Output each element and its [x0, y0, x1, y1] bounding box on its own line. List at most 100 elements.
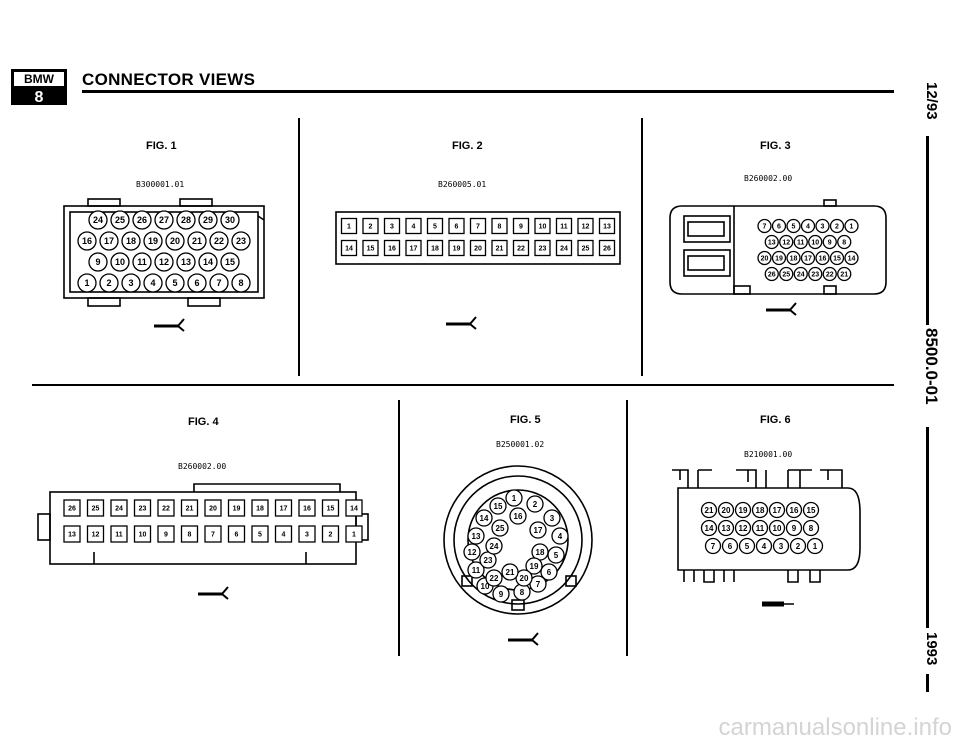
svg-text:21: 21	[705, 506, 714, 515]
svg-text:5: 5	[745, 542, 750, 551]
svg-text:20: 20	[722, 506, 731, 515]
svg-text:18: 18	[756, 506, 765, 515]
fig2-pin: 25	[577, 239, 594, 257]
svg-text:10: 10	[139, 532, 147, 539]
fig2-pin: 1	[340, 217, 358, 235]
svg-text:13: 13	[722, 524, 731, 533]
fig3-pin: 6	[771, 218, 787, 234]
svg-text:7: 7	[536, 580, 541, 589]
fig1-pointer-icon	[154, 318, 185, 332]
fig6-pin: 6	[721, 537, 739, 555]
svg-text:21: 21	[506, 568, 515, 577]
fig5-pin: 4	[551, 527, 569, 545]
fig5-pin: 22	[485, 569, 503, 587]
svg-text:12: 12	[92, 532, 100, 539]
fig5-pin: 11	[467, 561, 485, 579]
fig5-pin: 14	[475, 509, 493, 527]
svg-text:6: 6	[728, 542, 733, 551]
svg-text:25: 25	[782, 272, 790, 279]
svg-text:4: 4	[558, 532, 563, 541]
fig2-pin: 26	[598, 239, 616, 257]
fig5-pin: 15	[489, 497, 507, 515]
svg-text:5: 5	[433, 224, 437, 231]
fig4-pin: 16	[298, 499, 316, 517]
fig2-code: B260005.01	[438, 180, 487, 189]
fig1-pin: 12	[154, 252, 174, 272]
svg-text:18: 18	[790, 256, 798, 263]
fig5-pin: 5	[547, 546, 565, 564]
svg-text:4: 4	[282, 532, 286, 539]
fig6-pin: 20	[717, 501, 735, 519]
svg-text:16: 16	[303, 506, 311, 513]
svg-text:10: 10	[481, 582, 490, 591]
fig5-pointer-icon	[508, 632, 539, 646]
svg-text:1: 1	[850, 224, 854, 231]
fig3-label: FIG. 3	[760, 140, 791, 152]
svg-text:9: 9	[828, 240, 832, 247]
fig5-pin: 17	[529, 521, 547, 539]
fig3-pin: 22	[822, 266, 837, 282]
fig6-pin: 13	[717, 519, 735, 537]
fig5-pin: 13	[467, 527, 485, 545]
svg-text:9: 9	[164, 532, 168, 539]
svg-text:1: 1	[347, 224, 351, 231]
fig4-code: B260002.00	[178, 462, 227, 471]
fig1-pin: 17	[99, 231, 119, 251]
fig1-pin: 16	[77, 231, 97, 251]
svg-text:10: 10	[539, 224, 547, 231]
fig2-pin: 4	[405, 217, 422, 235]
side-section-bg	[918, 325, 940, 427]
svg-text:15: 15	[225, 257, 235, 267]
fig4-pin: 11	[110, 525, 128, 543]
fig4-pin: 6	[227, 525, 246, 543]
fig2-pin: 19	[448, 239, 465, 257]
svg-text:5: 5	[554, 551, 559, 560]
divider-bottom-2	[626, 400, 628, 656]
svg-text:24: 24	[560, 246, 568, 253]
svg-text:2: 2	[106, 278, 111, 288]
fig4-pin: 26	[63, 499, 81, 517]
svg-text:9: 9	[499, 590, 504, 599]
fig1-pin: 30	[220, 210, 240, 230]
svg-text:22: 22	[214, 236, 224, 246]
fig3-pointer-icon	[766, 302, 797, 316]
svg-text:2: 2	[835, 224, 839, 231]
fig6-pin: 15	[802, 501, 820, 519]
fig5-pin: 24	[485, 537, 503, 555]
fig1-pin: 18	[121, 231, 141, 251]
fig2-pin: 5	[426, 217, 444, 235]
svg-text:26: 26	[603, 246, 611, 253]
svg-text:24: 24	[797, 272, 805, 279]
svg-text:17: 17	[534, 526, 543, 535]
svg-text:1: 1	[512, 494, 517, 503]
fig5-label: FIG. 5	[510, 414, 541, 426]
fig3-pin: 8	[837, 234, 852, 250]
fig1-pin: 25	[110, 210, 130, 230]
side-date: 12/93	[923, 82, 940, 120]
svg-text:11: 11	[137, 257, 147, 267]
svg-text:11: 11	[560, 224, 568, 231]
svg-text:22: 22	[162, 506, 170, 513]
fig4-pin: 24	[110, 499, 128, 517]
svg-text:14: 14	[480, 514, 489, 523]
watermark: carmanualsonline.info	[718, 714, 952, 741]
svg-text:15: 15	[807, 506, 816, 515]
fig4-pin: 22	[157, 499, 175, 517]
fig4-pin: 8	[180, 525, 199, 543]
svg-text:17: 17	[104, 236, 114, 246]
fig2-pin: 8	[491, 217, 508, 235]
fig1-pin: 19	[143, 231, 163, 251]
fig6-pin: 9	[785, 519, 803, 537]
svg-text:7: 7	[211, 532, 215, 539]
svg-text:3: 3	[821, 224, 825, 231]
svg-text:15: 15	[494, 502, 503, 511]
svg-text:21: 21	[496, 246, 504, 253]
svg-text:12: 12	[582, 224, 590, 231]
svg-text:20: 20	[520, 574, 529, 583]
side-section: 8500.0-01	[922, 328, 941, 405]
fig3-pin: 14	[844, 250, 859, 266]
fig6-pin: 19	[734, 501, 752, 519]
